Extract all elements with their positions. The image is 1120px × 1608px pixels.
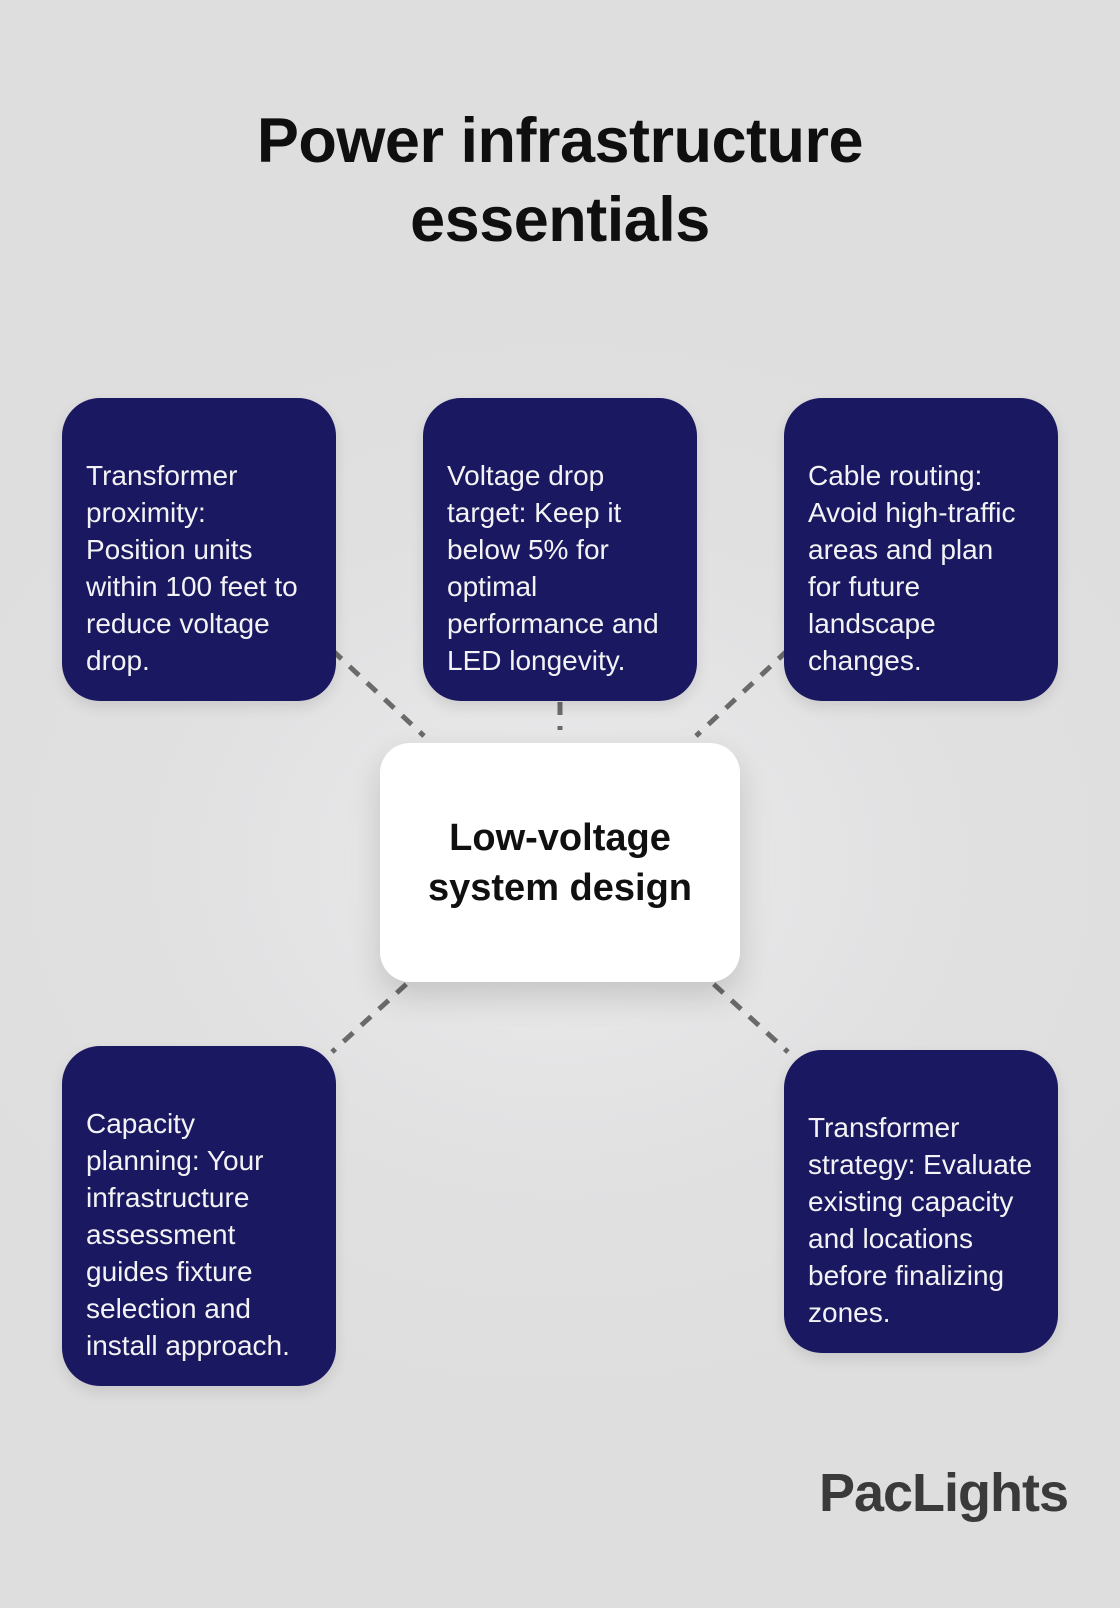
connector-line [694,648,790,738]
node-text: Transformer proximity: Position units wi… [86,460,298,676]
connector-line [694,966,790,1054]
hub-low-voltage-system-design: Low-voltage system design [380,743,740,982]
node-text: Capacity planning: Your infrastructure a… [86,1108,290,1361]
page-title: Power infrastructure essentials [256,106,864,255]
connector-line [330,648,426,738]
node-cable-routing: Cable routing: Avoid high-traffic areas … [784,398,1058,701]
paclights-logo: PacLights [818,1463,1069,1523]
node-transformer-proximity: Transformer proximity: Position units wi… [62,398,336,701]
node-text: Transformer strategy: Evaluate existing … [808,1112,1033,1328]
node-text: Voltage drop target: Keep it below 5% fo… [447,460,659,676]
node-text: Cable routing: Avoid high-traffic areas … [808,460,1016,676]
node-transformer-strategy: Transformer strategy: Evaluate existing … [784,1050,1058,1353]
hub-label: Low-voltage system design [428,816,692,909]
node-capacity-planning: Capacity planning: Your infrastructure a… [62,1046,336,1386]
node-voltage-drop-target: Voltage drop target: Keep it below 5% fo… [423,398,697,701]
connector-line [330,966,426,1054]
